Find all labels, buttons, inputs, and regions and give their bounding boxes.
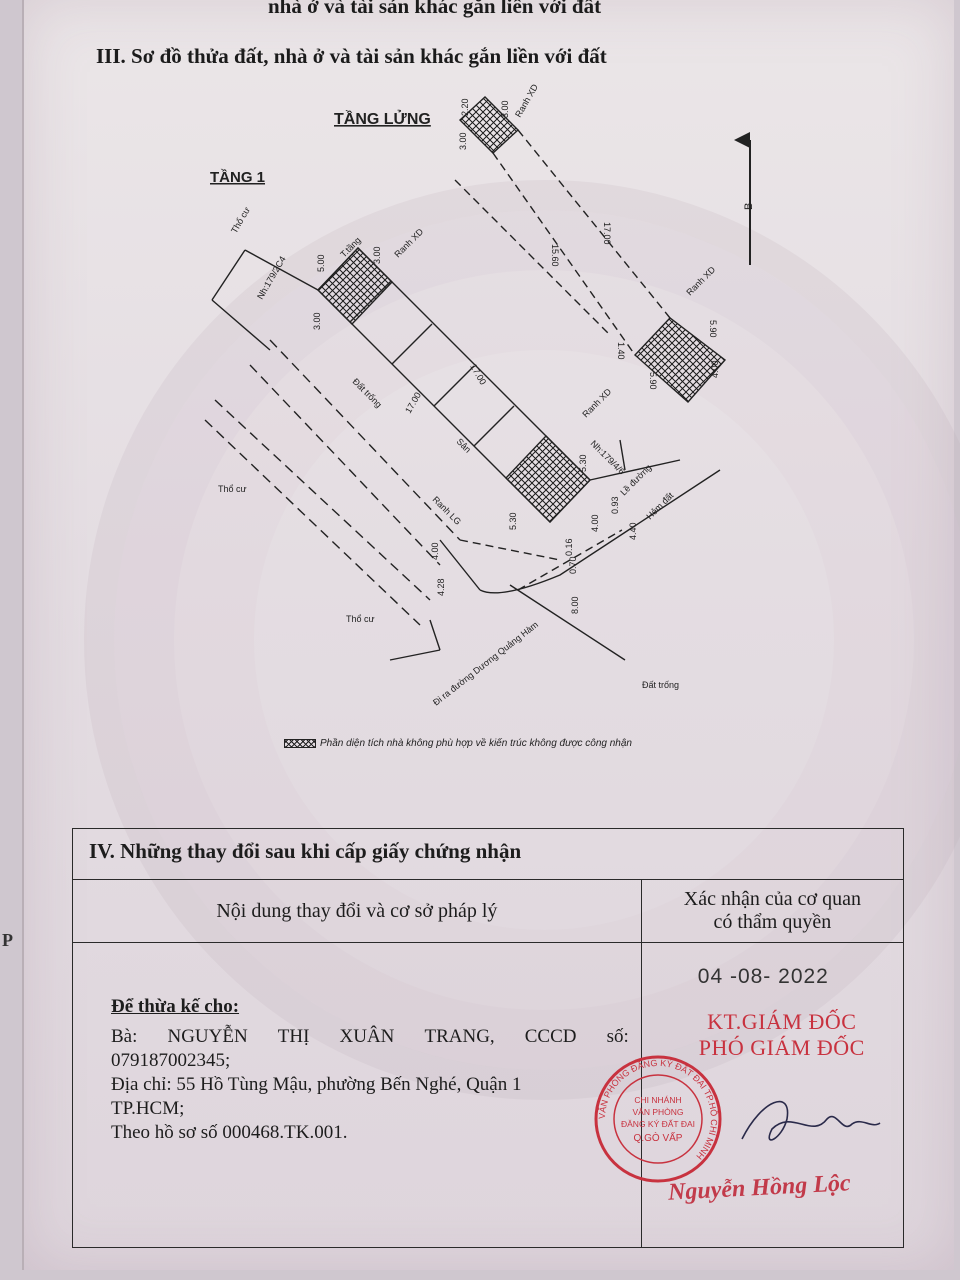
land-plot-diagram: B TẦNG LỬNG TẦNG 1 Thổ cư Thổ cư Thổ cư … <box>204 82 755 708</box>
heir-name-line: Bà: NGUYỄN THỊ XUÂN TRANG, CCCD số: <box>111 1025 629 1049</box>
dim-428: 4.28 <box>436 578 446 596</box>
side-letter: P <box>2 930 13 950</box>
dim-440: 4.40 <box>628 522 638 540</box>
floor-mezzanine-label: TẦNG LỬNG <box>334 109 431 128</box>
dim-220: 2.20 <box>460 98 470 116</box>
dim-1700b: 17.00 <box>403 390 423 415</box>
official-title-1: KT.GIÁM ĐỐC <box>707 1009 857 1034</box>
dim-140: 1.40 <box>616 342 626 360</box>
heir-title: Để thừa kế cho: <box>111 996 240 1017</box>
stamp-line: VĂN PHÒNG <box>632 1107 683 1117</box>
name-word: THỊ <box>277 1026 310 1047</box>
legend: Phần diện tích nhà không phù hợp về kiến… <box>284 738 632 749</box>
dim-400c: 4.00 <box>710 360 720 378</box>
dim-1560: 15.60 <box>550 244 560 267</box>
city: TP.HCM; <box>111 1098 185 1119</box>
dim-300a: 3.00 <box>372 246 382 264</box>
dim-400a: 4.00 <box>590 514 600 532</box>
file-number: Theo hồ sơ số 000468.TK.001. <box>111 1122 348 1143</box>
col-confirm-header: Xác nhận của cơ quan có thẩm quyền <box>640 879 905 943</box>
stamp-line: Q.GÒ VẤP <box>633 1131 682 1144</box>
changes-table: IV. Những thay đổi sau khi cấp giấy chứn… <box>72 828 905 1248</box>
signature-image <box>741 1100 881 1141</box>
label-ranh-lg: Ranh LG <box>431 494 464 527</box>
name-word: số: <box>606 1026 629 1047</box>
top-partial-text: nhà ở và tài sản khác gắn liền với đất <box>268 0 602 18</box>
official-stamp: VĂN PHÒNG ĐĂNG KÝ ĐẤT ĐAI TP.HỒ CHÍ MINH… <box>594 1055 722 1183</box>
label-dat-trong-1: Đất trống <box>351 376 384 409</box>
north-label: B <box>743 203 755 210</box>
label-ranh-xd-1: Ranh XD <box>392 226 425 259</box>
front-hatch <box>505 434 591 524</box>
dim-800: 8.00 <box>570 596 580 614</box>
label-tho-cu-3: Thổ cư <box>346 614 375 624</box>
label-ranh-xd-3: Ranh XD <box>684 264 717 297</box>
col-confirm-line1: Xác nhận của cơ quan <box>683 888 861 910</box>
label-san: Sân <box>455 436 473 454</box>
label-parcel-1: Nh:179/2C4 <box>255 254 288 301</box>
dim-1700c: 17.00 <box>602 222 612 245</box>
label-tho-cu-2: Thổ cư <box>218 484 247 494</box>
change-content: Để thừa kế cho: Bà: NGUYỄN THỊ XUÂN TRAN… <box>72 942 642 1248</box>
label-tho-cu-1: Thổ cư <box>229 205 252 235</box>
official-title-2: PHÓ GIÁM ĐỐC <box>698 1035 865 1060</box>
col-confirm-line2: có thẩm quyền <box>713 911 832 933</box>
name-word: NGUYỄN <box>167 1026 248 1047</box>
id-number: 079187002345; <box>111 1050 231 1071</box>
section4-title: IV. Những thay đổi sau khi cấp giấy chứn… <box>72 828 904 880</box>
label-road: Đi ra đường Dương Quảng Hàm <box>431 619 540 707</box>
dim-300c: 3.00 <box>500 100 510 118</box>
t-tang-hatch <box>317 246 393 326</box>
confirmation-cell: 04 -08- 2022 KT.GIÁM ĐỐC PHÓ GIÁM ĐỐC VĂ… <box>594 942 905 1248</box>
col-content-header: Nội dung thay đổi và cơ sở pháp lý <box>72 879 642 943</box>
dim-590a: 5.90 <box>708 320 718 338</box>
dim-300d: 3.00 <box>458 132 468 150</box>
stamp-line: ĐĂNG KÝ ĐẤT ĐAI <box>621 1119 695 1129</box>
legend-text: Phần diện tích nhà không phù hợp về kiến… <box>320 738 632 749</box>
dim-530a: 5.30 <box>578 454 588 472</box>
dim-530b: 5.30 <box>508 512 518 530</box>
label-ranh-xd-4: Ranh XD <box>580 386 613 419</box>
name-word: TRANG, <box>424 1026 495 1047</box>
dim-016: 0.16 <box>564 538 574 556</box>
address: Địa chỉ: 55 Hồ Tùng Mậu, phường Bến Nghé… <box>111 1074 522 1095</box>
label-ranh-xd-2: Ranh XD <box>513 82 540 119</box>
stamp-line: CHI NHÁNH <box>634 1095 681 1105</box>
dim-300b: 3.00 <box>312 312 322 330</box>
mezz-bottom-hatch <box>633 317 727 403</box>
name-word: XUÂN <box>339 1026 395 1047</box>
hatch-swatch-icon <box>284 738 316 748</box>
dim-400b: 4.00 <box>430 542 440 560</box>
dim-070: 0.70 <box>568 556 578 574</box>
confirm-date: 04 -08- 2022 <box>697 965 829 988</box>
section3-title: III. Sơ đồ thửa đất, nhà ở và tài sản kh… <box>96 44 607 68</box>
label-dat-trong-2: Đất trống <box>642 680 679 690</box>
label-hem-dat: Hẻm đất <box>644 490 675 521</box>
dim-500: 5.00 <box>316 254 326 272</box>
dim-093: 0.93 <box>610 496 620 514</box>
name-word: Bà: <box>111 1026 138 1047</box>
floor-one-label: TẦNG 1 <box>210 169 265 186</box>
dim-590b: 5.90 <box>648 372 658 390</box>
name-word: CCCD <box>524 1026 577 1047</box>
